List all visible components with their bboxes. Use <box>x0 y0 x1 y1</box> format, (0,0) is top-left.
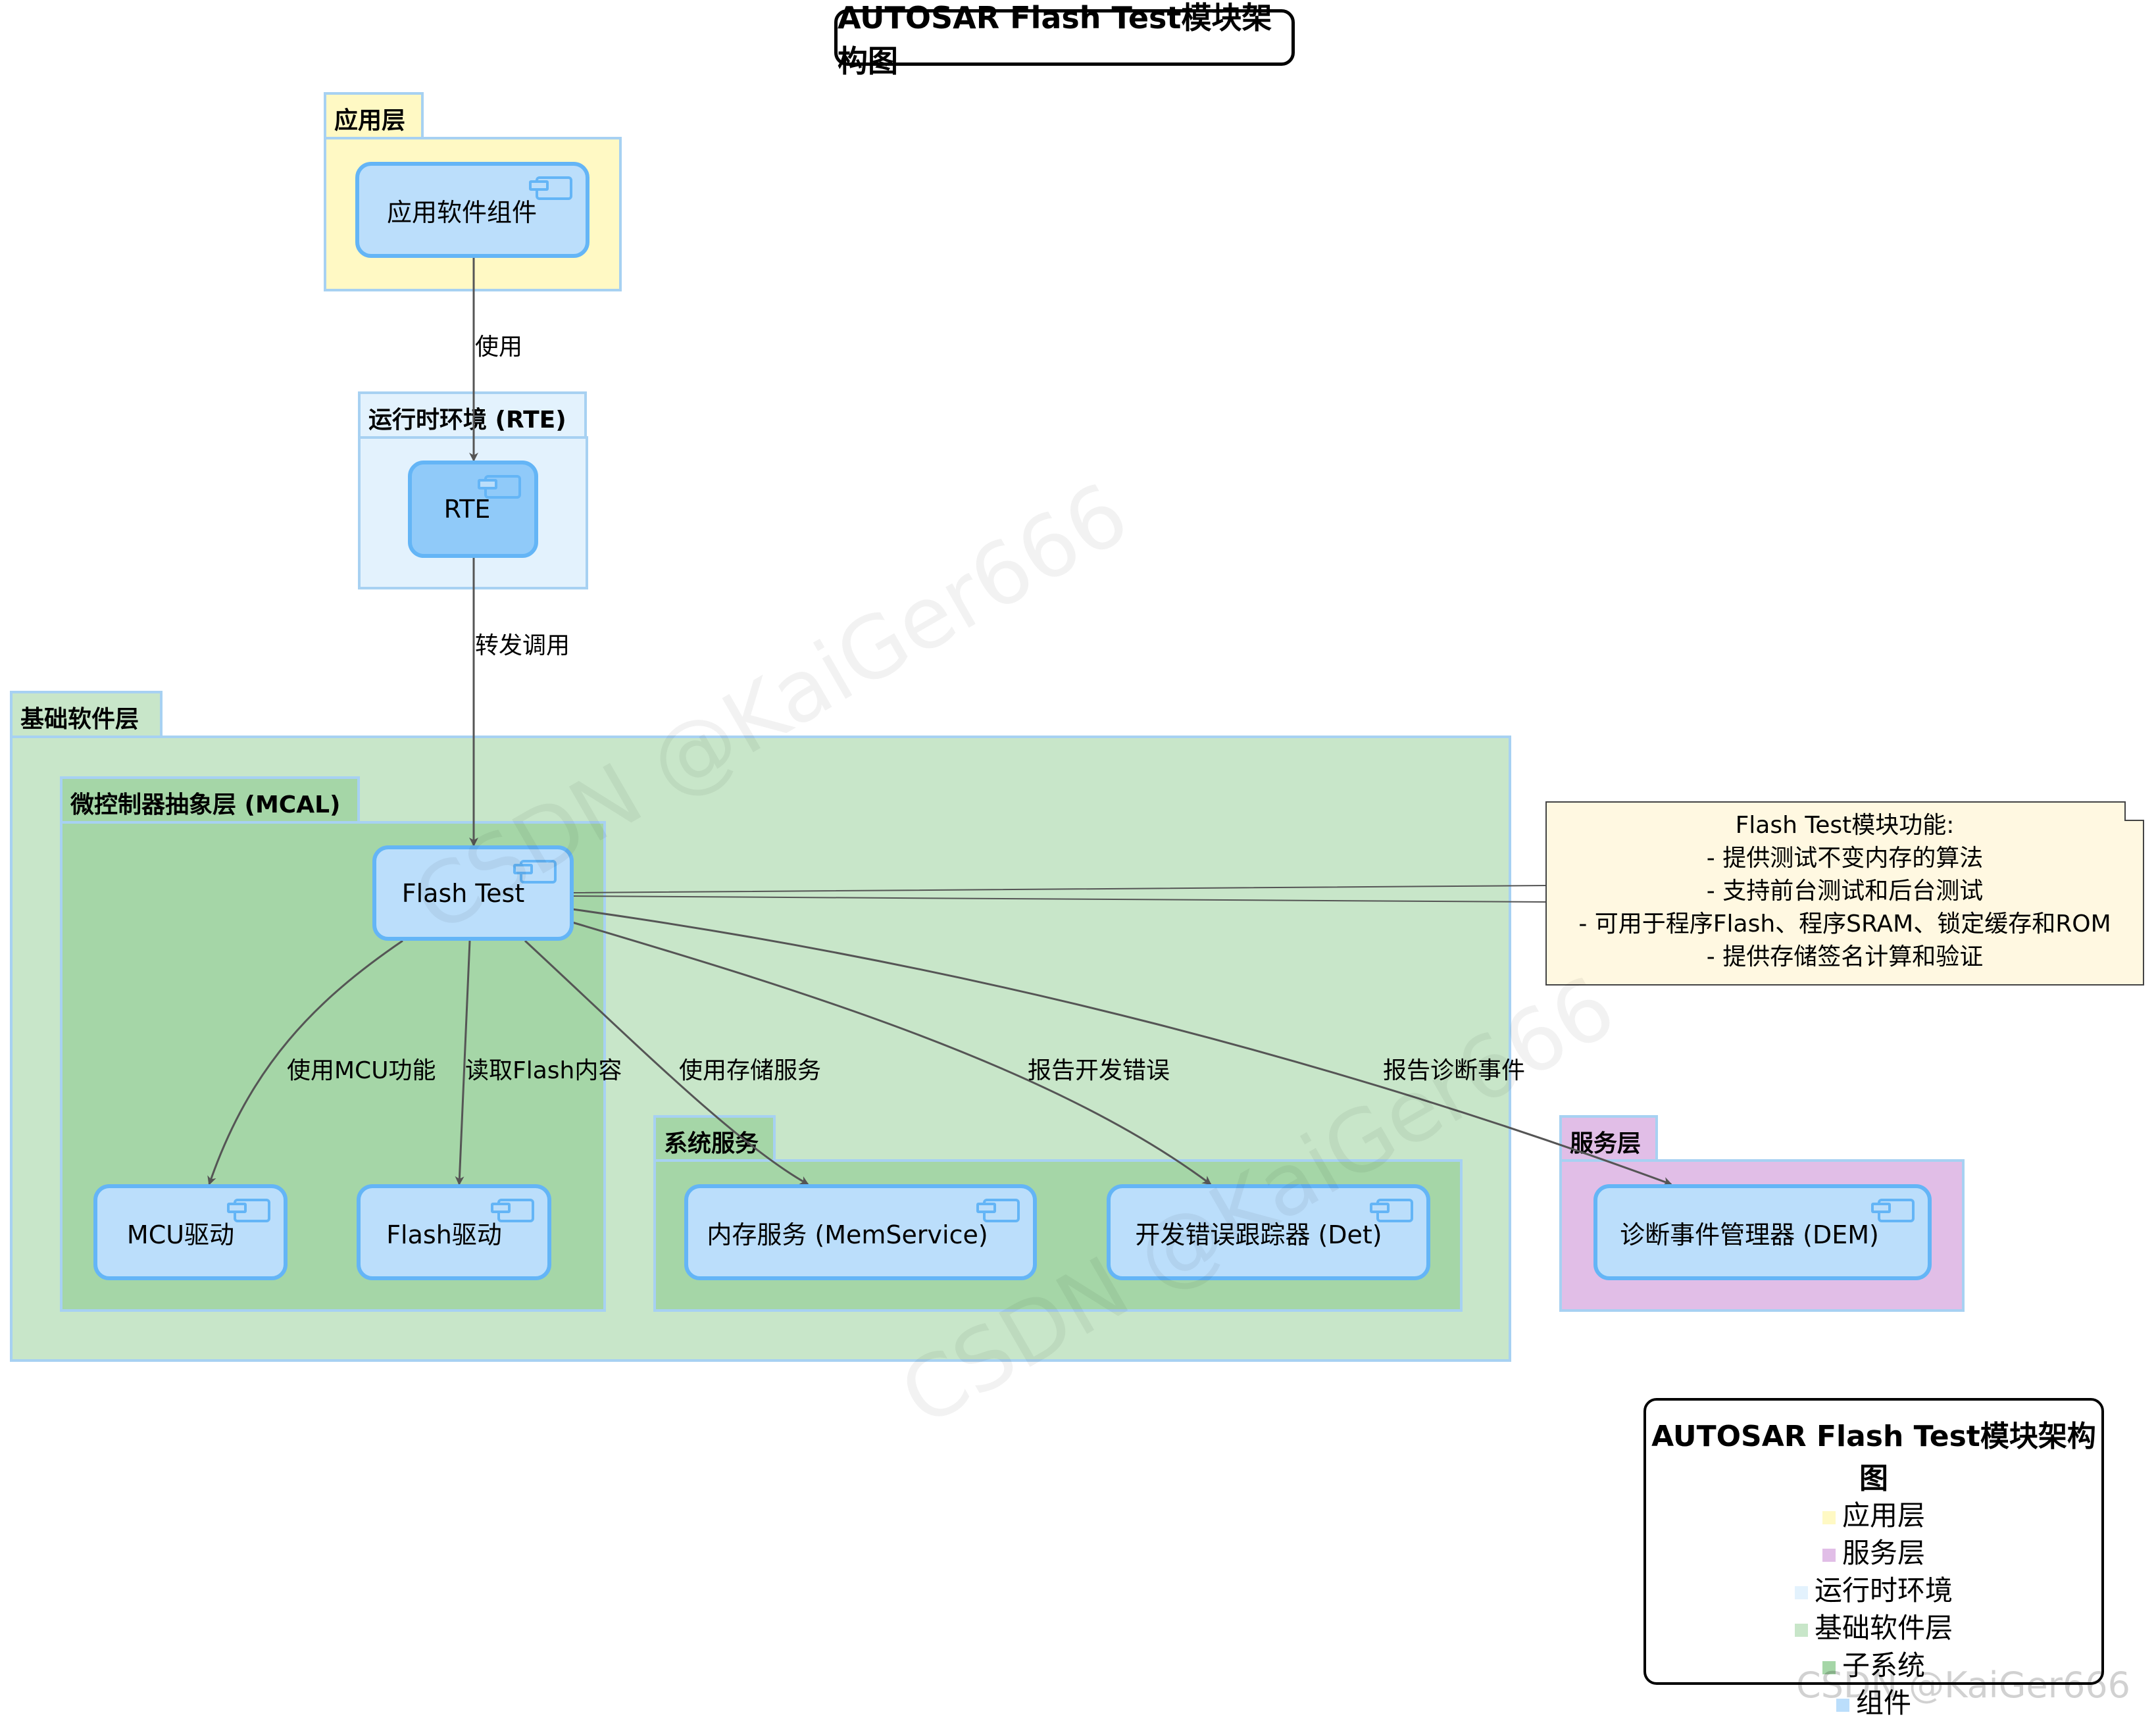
legend-label: 运行时环境 <box>1814 1574 1953 1607</box>
component-label: MCU驱动 <box>126 1220 235 1249</box>
component-label: 开发错误跟踪器 (Det) <box>1135 1220 1382 1249</box>
component-icon <box>227 1199 270 1222</box>
component-icon <box>1370 1199 1413 1222</box>
package-label-bsw: 基础软件层 <box>20 706 139 733</box>
legend-item: 基础软件层 <box>1646 1609 2101 1647</box>
edge-label-read-flash: 读取Flash内容 <box>465 1057 622 1084</box>
package-tab-app-layer: 应用层 <box>324 92 424 139</box>
component-icon <box>513 860 557 884</box>
legend-label: 基础软件层 <box>1814 1612 1953 1644</box>
package-tab-rte: 运行时环境 (RTE) <box>358 391 587 439</box>
legend-label: 子系统 <box>1842 1649 1925 1682</box>
watermark-credit: CSDN @KaiGer666 <box>1796 1664 2131 1706</box>
legend-swatch <box>1836 1698 1849 1712</box>
component-icon <box>1871 1199 1915 1222</box>
note-line: - 提供测试不变内存的算法 <box>1706 845 1984 872</box>
component-flash-driver[interactable]: Flash驱动 <box>357 1184 551 1280</box>
legend-title: AUTOSAR Flash Test模块架构图 <box>1651 1420 2096 1495</box>
package-tab-sys-services: 系统服务 <box>653 1115 776 1162</box>
component-icon <box>529 176 572 200</box>
package-label-sys-services: 系统服务 <box>664 1130 759 1157</box>
note-connector <box>572 885 1546 903</box>
edge-label-forward: 转发调用 <box>475 632 570 659</box>
edge-use-storage <box>524 939 809 1186</box>
package-tab-mcal: 微控制器抽象层 (MCAL) <box>60 776 360 824</box>
edge-report-dev-error <box>572 921 1212 1186</box>
component-app-swc[interactable]: 应用软件组件 <box>355 162 589 258</box>
note-flash-test-features: Flash Test模块功能: - 提供测试不变内存的算法 - 支持前台测试和后… <box>1545 801 2144 986</box>
component-icon <box>478 475 521 499</box>
package-tab-service-layer: 服务层 <box>1559 1115 1658 1162</box>
package-label-mcal: 微控制器抽象层 (MCAL) <box>70 791 341 818</box>
component-flash-test[interactable]: Flash Test <box>372 845 574 941</box>
component-mcu-driver[interactable]: MCU驱动 <box>93 1184 288 1280</box>
note-line: - 可用于程序Flash、程序SRAM、锁定缓存和ROM <box>1578 911 2111 937</box>
component-label: Flash驱动 <box>386 1220 502 1249</box>
legend-swatch <box>1794 1623 1808 1637</box>
note-line: - 提供存储签名计算和验证 <box>1706 943 1984 970</box>
component-memservice[interactable]: 内存服务 (MemService) <box>684 1184 1037 1280</box>
legend-item: 应用层 <box>1646 1497 2101 1534</box>
package-label-app-layer: 应用层 <box>334 107 406 134</box>
legend-item: 运行时环境 <box>1646 1572 2101 1609</box>
legend-swatch <box>1822 1511 1836 1524</box>
legend-item: 子系统 <box>1646 1647 2101 1684</box>
edge-read-flash <box>455 940 471 1186</box>
component-det[interactable]: 开发错误跟踪器 (Det) <box>1107 1184 1430 1280</box>
package-label-rte: 运行时环境 (RTE) <box>368 407 566 434</box>
component-label: 诊断事件管理器 (DEM) <box>1620 1220 1879 1249</box>
legend-label: 服务层 <box>1842 1537 1925 1569</box>
component-label: 应用软件组件 <box>386 197 537 227</box>
edge-label-use-storage: 使用存储服务 <box>679 1057 822 1084</box>
legend-swatch <box>1794 1586 1808 1599</box>
edge-label-report-dev-error: 报告开发错误 <box>1028 1057 1170 1084</box>
legend-item: 服务层 <box>1646 1534 2101 1572</box>
note-line: Flash Test模块功能: <box>1735 812 1955 839</box>
legend-swatch <box>1822 1548 1836 1562</box>
legend-item: 组件 <box>1646 1684 2101 1722</box>
edge-use-mcu <box>207 939 403 1186</box>
legend: AUTOSAR Flash Test模块架构图 应用层 服务层 运行时环境 基础… <box>1643 1398 2104 1719</box>
component-dem[interactable]: 诊断事件管理器 (DEM) <box>1593 1184 1932 1280</box>
legend-label: 组件 <box>1855 1687 1911 1719</box>
component-rte[interactable]: RTE <box>408 461 538 558</box>
legend-label: 应用层 <box>1842 1499 1925 1532</box>
package-tab-bsw: 基础软件层 <box>10 691 163 738</box>
edge-report-diag-event <box>572 908 1672 1186</box>
component-icon <box>491 1199 534 1222</box>
legend-swatch <box>1822 1661 1836 1674</box>
note-fold-corner <box>2124 801 2144 821</box>
component-icon <box>976 1199 1020 1222</box>
component-label: 内存服务 (MemService) <box>707 1220 988 1249</box>
component-label: Flash Test <box>401 878 525 908</box>
note-line: - 支持前台测试和后台测试 <box>1706 878 1984 905</box>
edge-label-report-diag-event: 报告诊断事件 <box>1383 1057 1526 1084</box>
edge-label-use: 使用 <box>475 334 523 361</box>
edge-label-use-mcu: 使用MCU功能 <box>287 1057 436 1084</box>
component-label: RTE <box>443 495 491 524</box>
